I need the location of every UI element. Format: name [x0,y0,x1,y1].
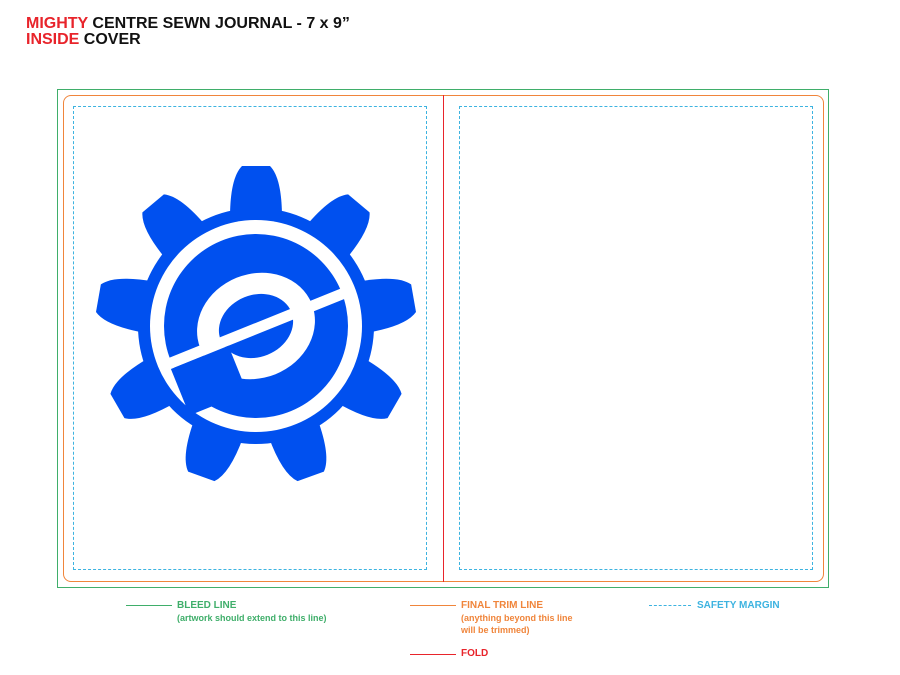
title-accent-inside: INSIDE [26,31,80,48]
gear-e-logo-icon [95,166,417,482]
safety-margin-right [459,106,813,570]
title-text-cover: COVER [79,31,141,48]
title-line-1: MIGHTY CENTRE SEWN JOURNAL - 7 x 9” [26,16,350,32]
title-accent-mighty: MIGHTY [26,15,88,32]
legend-fold-swatch [410,654,456,655]
safety-margin-left [73,106,427,570]
legend-bleed: BLEED LINE (artwork should extend to thi… [177,600,327,624]
legend-safety-label: SAFETY MARGIN [697,600,780,611]
bleed-line-frame [57,89,829,588]
legend-safety: SAFETY MARGIN [697,600,780,612]
page-title: MIGHTY CENTRE SEWN JOURNAL - 7 x 9” INSI… [26,16,350,48]
title-text-journal: CENTRE SEWN JOURNAL - 7 x 9” [87,15,350,32]
legend-trim-label: FINAL TRIM LINE [461,600,544,611]
legend-fold: FOLD [461,648,488,660]
legend-safety-swatch [649,605,691,606]
legend-bleed-swatch [126,605,172,606]
legend-bleed-note: (artwork should extend to this line) [177,613,327,623]
legend-trim: FINAL TRIM LINE (anything beyond this li… [461,600,573,636]
legend-trim-note: (anything beyond this line will be trimm… [461,613,573,635]
legend-fold-label: FOLD [461,648,489,659]
title-line-2: INSIDE COVER [26,32,350,48]
legend-trim-swatch [410,605,456,606]
fold-line [443,95,444,582]
legend-bleed-label: BLEED LINE [177,600,237,611]
